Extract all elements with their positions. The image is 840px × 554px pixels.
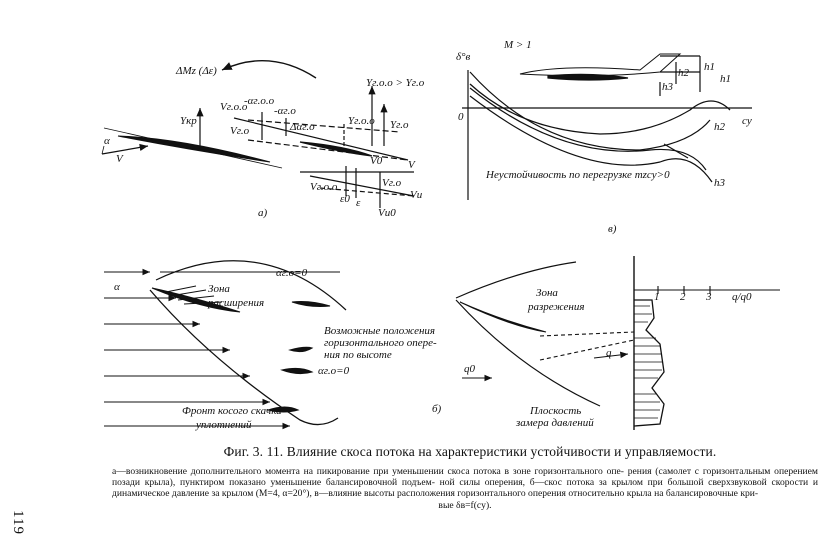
page-number: 119: [10, 510, 26, 535]
curve-h1-label: h1: [720, 73, 731, 85]
zone-label-2: расширения: [207, 297, 264, 309]
moment-label: ΔMz (Δε): [175, 65, 217, 77]
panel-b: [104, 256, 780, 430]
panel-b-label: б): [432, 403, 442, 415]
panel-a-labels: ΔMz (Δε) Yкр α V -αг.о.о Vг.о.о -αг.о Vг…: [104, 65, 425, 219]
positions-label-3: ния по высоте: [324, 349, 392, 361]
zone-label-1: Зона: [208, 283, 230, 295]
description-line-2: рения (самолет с горизонтальным оперение…: [112, 466, 818, 489]
q-label: q: [606, 347, 612, 359]
v-go2-label: Vг.о: [382, 177, 402, 189]
alpha-go-top-label: αг.о=0: [276, 267, 308, 279]
scale-3: 3: [705, 291, 712, 303]
h2-label: h2: [678, 67, 690, 79]
panel-a: [101, 60, 415, 208]
y-go-label: Yг.о: [390, 119, 409, 131]
panel-v-label: в): [608, 223, 617, 235]
alpha-go-mid-label: αг.о=0: [318, 365, 350, 377]
q0-label: q0: [464, 363, 476, 375]
v0-label: V0: [370, 155, 383, 167]
v-u-label: Vи: [410, 189, 423, 201]
description-line-5: вые δв=f(cу).: [438, 499, 492, 511]
figure-caption: Фиг. 3. 11. Влияние скоса потока на хара…: [223, 444, 717, 459]
scale-2: 2: [680, 291, 686, 303]
v-left-label: V: [116, 153, 124, 165]
panel-v-labels: M > 1 δ°в 0 cy h1 h2 h3 h1 h2 h3 Неустой…: [456, 39, 752, 235]
curve-h2-label: h2: [714, 121, 726, 133]
panel-v: [462, 53, 752, 200]
y-kr-label: Yкр: [180, 115, 197, 127]
y-goo-label: Yг.о.о: [348, 115, 375, 127]
alpha-go-label: -αг.о: [274, 105, 296, 117]
zone2-label-1: Зона: [536, 287, 558, 299]
v-right-label: V: [408, 159, 416, 171]
zone2-label-2: разрежения: [527, 301, 584, 313]
zero-label: 0: [458, 111, 464, 123]
delta-label: δ°в: [456, 51, 471, 63]
v-go-o2-label: Vг.о.о: [310, 181, 338, 193]
positions-label-2: горизонтального опере-: [324, 337, 437, 349]
panel-b-labels: α αг.о=0 Зона расширения Возможные полож…: [114, 267, 752, 431]
e-label: ε: [356, 197, 361, 209]
positions-label-1: Возможные положения: [324, 325, 435, 337]
plane-label-2: замера давлений: [515, 417, 594, 429]
description-line-3: ной силы оперения, б—скос потока за крыл…: [112, 477, 818, 500]
instability-label: Неустойчивость по перегрузке mzcy>0: [485, 169, 670, 181]
curve-h3-label: h3: [714, 177, 726, 189]
h3-label: h3: [662, 81, 674, 93]
alpha-goo-label: -αг.о.о: [244, 95, 275, 107]
front-label-2: уплотнений: [195, 419, 252, 431]
h1-label: h1: [704, 61, 715, 73]
scale-q-q0: q/q0: [732, 291, 752, 303]
cy-label: cy: [742, 115, 752, 127]
description-line-4: (М=4, α=20°), в—влияние высоты расположе…: [255, 488, 759, 500]
plane-label-1: Плоскость: [529, 405, 581, 417]
d-alpha-go-label: Δαг.о: [289, 121, 315, 133]
e0-label: ε0: [340, 193, 350, 205]
description-line-1: а—возникновение дополнительного момента …: [112, 466, 624, 477]
figure-description: а—возникновение дополнительного момента …: [112, 466, 818, 511]
mach-label: M > 1: [503, 39, 532, 51]
scale-1: 1: [654, 291, 660, 303]
v-go-o-label: Vг.о.о: [220, 101, 248, 113]
alpha-label-a: α: [104, 135, 110, 147]
v-go-label: Vг.о: [230, 125, 250, 137]
panel-a-label: а): [258, 207, 268, 219]
front-label-1: Фронт косого скачка: [182, 405, 282, 417]
v-u0-label: Vи0: [378, 207, 396, 219]
alpha-label-b: α: [114, 281, 120, 293]
y-ineq-label: Yг.о.о > Yг.о: [366, 77, 425, 89]
